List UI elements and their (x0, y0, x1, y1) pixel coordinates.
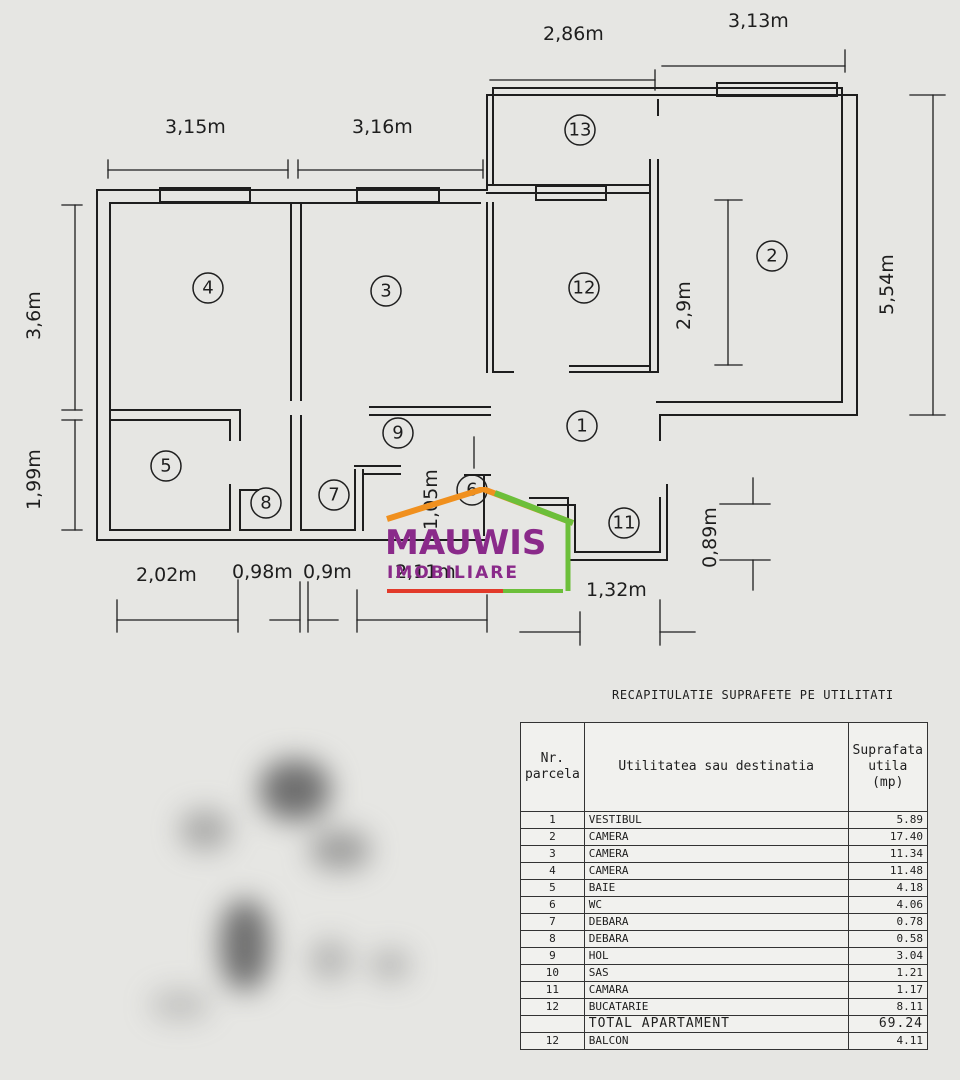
dimension-lines (61, 49, 946, 646)
recap-header-row: Nr. parcela Utilitatea sau destinatia Su… (520, 722, 929, 812)
row-nr: 1 (520, 811, 585, 829)
row-area: 1.21 (847, 964, 929, 982)
dim-label-29: 2,9m (673, 281, 695, 330)
mauwis-logo: MAUWIS IMOBILIARE (383, 487, 583, 595)
dim-label-211: 2,11m (395, 561, 456, 583)
row-nr: 3 (520, 845, 585, 863)
col-header-suprafata: Suprafata utila (mp) (847, 722, 929, 812)
room-label-5: 5 (160, 456, 171, 477)
logo-subtitle: IMOBILIARE (387, 563, 519, 583)
col-header-nr: Nr. parcela (520, 722, 585, 812)
room-label-7: 7 (328, 485, 339, 506)
row-nr: 11 (520, 981, 585, 999)
balcony-name: BALCON (583, 1032, 849, 1050)
blurred-stamp (70, 700, 500, 1070)
row-name: BUCATARIE (583, 998, 849, 1016)
row-name: CAMARA (583, 981, 849, 999)
row-name: VESTIBUL (583, 811, 849, 829)
floor-plan: 1 2 3 4 5 6 7 8 9 11 12 13 2,86m 3,13m 3… (23, 10, 946, 646)
row-name: SAS (583, 964, 849, 982)
dim-label-09: 0,9m (303, 561, 352, 583)
row-name: CAMERA (583, 845, 849, 863)
dim-label-132: 1,32m (586, 579, 647, 601)
room-label-9: 9 (392, 423, 403, 444)
total-nr (520, 1015, 585, 1033)
row-name: DEBARA (583, 913, 849, 931)
room-label-1: 1 (576, 416, 587, 437)
row-area: 1.17 (847, 981, 929, 999)
row-area: 17.40 (847, 828, 929, 846)
row-name: HOL (583, 947, 849, 965)
dim-label-313: 3,13m (728, 10, 789, 32)
recap-table: Nr. parcela Utilitatea sau destinatia Su… (520, 722, 929, 1050)
dim-label-315: 3,15m (165, 116, 226, 138)
dim-label-286: 2,86m (543, 23, 604, 45)
recap-title: RECAPITULATIE SUPRAFETE PE UTILITATI (612, 688, 894, 702)
dim-label-089: 0,89m (699, 507, 721, 568)
room-label-13: 13 (569, 120, 592, 141)
room-label-3: 3 (380, 281, 391, 302)
row-name: DEBARA (583, 930, 849, 948)
row-area: 0.78 (847, 913, 929, 931)
interior-walls (109, 99, 668, 561)
row-nr: 10 (520, 964, 585, 982)
dim-label-554: 5,54m (876, 254, 898, 315)
logo-name: MAUWIS (385, 523, 547, 563)
row-nr: 2 (520, 828, 585, 846)
row-nr: 12 (520, 998, 585, 1016)
row-area: 11.48 (847, 862, 929, 880)
row-name: CAMERA (583, 862, 849, 880)
dim-label-202: 2,02m (136, 564, 197, 586)
balcony-area: 4.11 (847, 1032, 929, 1050)
row-nr: 9 (520, 947, 585, 965)
dim-label-316: 3,16m (352, 116, 413, 138)
col-header-utilitatea: Utilitatea sau destinatia (583, 722, 849, 812)
dim-label-105: 1,05m (420, 469, 442, 530)
row-area: 11.34 (847, 845, 929, 863)
room-label-12: 12 (573, 278, 596, 299)
row-name: WC (583, 896, 849, 914)
row-area: 4.06 (847, 896, 929, 914)
dim-label-199: 1,99m (23, 449, 45, 510)
row-nr: 4 (520, 862, 585, 880)
row-area: 8.11 (847, 998, 929, 1016)
row-area: 0.58 (847, 930, 929, 948)
row-name: CAMERA (583, 828, 849, 846)
total-label: TOTAL APARTAMENT (583, 1015, 849, 1033)
total-area: 69.24 (847, 1015, 929, 1033)
dim-label-098: 0,98m (232, 561, 293, 583)
row-area: 5.89 (847, 811, 929, 829)
room-label-8: 8 (260, 493, 271, 514)
outer-walls (96, 87, 858, 541)
balcony-nr: 12 (520, 1032, 585, 1050)
row-name: BAIE (583, 879, 849, 897)
room-label-11: 11 (613, 513, 636, 534)
row-area: 3.04 (847, 947, 929, 965)
room-label-2: 2 (766, 246, 777, 267)
row-area: 4.18 (847, 879, 929, 897)
logo-roof-icon (386, 487, 575, 593)
row-nr: 7 (520, 913, 585, 931)
row-nr: 5 (520, 879, 585, 897)
row-nr: 8 (520, 930, 585, 948)
room-label-4: 4 (202, 278, 213, 299)
dim-label-36: 3,6m (23, 291, 45, 340)
row-nr: 6 (520, 896, 585, 914)
